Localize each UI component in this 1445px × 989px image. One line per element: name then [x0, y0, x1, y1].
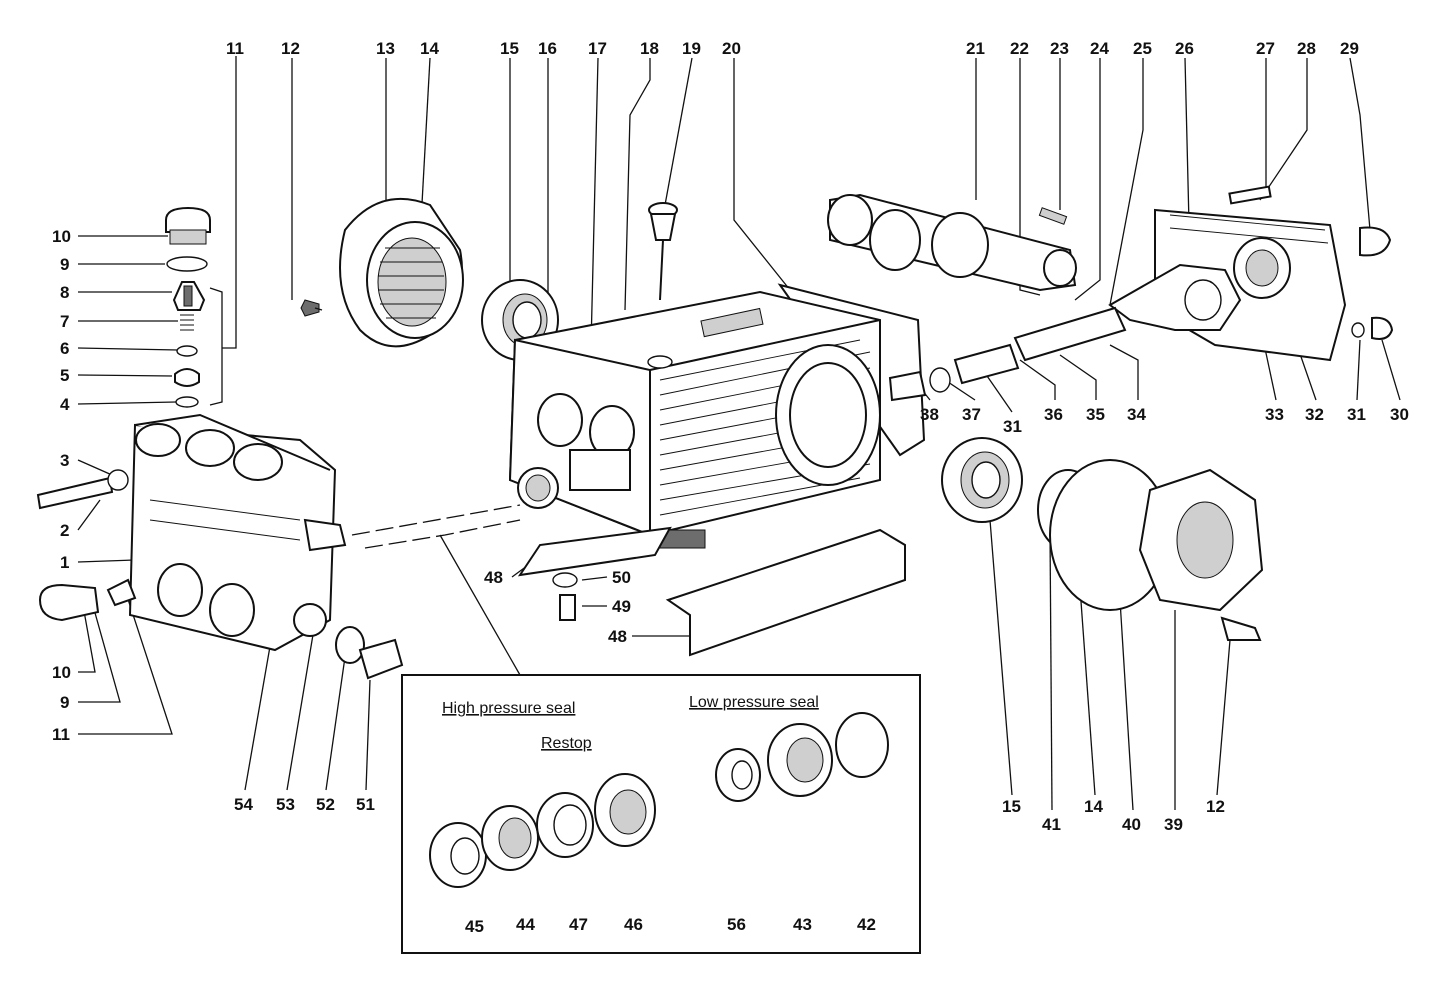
callout-28: 28 — [1297, 39, 1316, 58]
seal-inset: High pressure seal Restop Low pressure s… — [401, 674, 921, 954]
callout-15-lower: 15 — [1002, 797, 1021, 816]
callout-13: 13 — [376, 39, 395, 58]
callout-37: 37 — [962, 405, 981, 424]
callout-33: 33 — [1265, 405, 1284, 424]
callout-48: 48 — [484, 568, 503, 587]
callout-45: 45 — [465, 917, 484, 936]
callout-53: 53 — [276, 795, 295, 814]
callout-48-lower: 48 — [608, 627, 627, 646]
crankshaft — [827, 193, 1077, 292]
callout-35: 35 — [1086, 405, 1105, 424]
callout-12: 12 — [281, 39, 300, 58]
callout-9-lower: 9 — [60, 693, 69, 712]
callout-46: 46 — [624, 915, 643, 934]
callout-31-right: 31 — [1347, 405, 1366, 424]
callout-18: 18 — [640, 39, 659, 58]
dipstick — [648, 202, 678, 301]
brackets — [517, 526, 906, 657]
callout-2: 2 — [60, 521, 69, 540]
callout-1: 1 — [60, 553, 69, 572]
callout-10: 10 — [52, 227, 71, 246]
high-pressure-seal-label: High pressure seal — [442, 700, 575, 717]
callout-26: 26 — [1175, 39, 1194, 58]
callout-49: 49 — [612, 597, 631, 616]
callout-36: 36 — [1044, 405, 1063, 424]
callout-52: 52 — [316, 795, 335, 814]
low-pressure-seal-label: Low pressure seal — [689, 694, 819, 711]
callout-56: 56 — [727, 915, 746, 934]
callout-4: 4 — [60, 395, 70, 414]
callout-54: 54 — [234, 795, 253, 814]
callout-19: 19 — [682, 39, 701, 58]
callout-41: 41 — [1042, 815, 1061, 834]
callout-9: 9 — [60, 255, 69, 274]
callout-5: 5 — [60, 366, 69, 385]
callout-38: 38 — [920, 405, 939, 424]
callout-14: 14 — [420, 39, 439, 58]
callout-22: 22 — [1010, 39, 1029, 58]
callout-44: 44 — [516, 915, 535, 934]
crankcase — [508, 283, 926, 549]
callout-27: 27 — [1256, 39, 1275, 58]
callout-30: 30 — [1390, 405, 1409, 424]
callout-42: 42 — [857, 915, 876, 934]
callout-10-lower: 10 — [52, 663, 71, 682]
callout-15: 15 — [500, 39, 519, 58]
callout-12-lower: 12 — [1206, 797, 1225, 816]
callout-11: 11 — [226, 39, 244, 58]
callout-51: 51 — [356, 795, 375, 814]
callout-31: 31 — [1003, 417, 1022, 436]
callout-7: 7 — [60, 312, 69, 331]
callout-labels: 10 9 8 7 6 5 4 11 12 13 14 15 16 17 18 1… — [52, 39, 1409, 936]
plunger-assembly — [888, 306, 1127, 402]
valve-stack — [165, 206, 211, 408]
callout-6: 6 — [60, 339, 69, 358]
callout-14-lower: 14 — [1084, 797, 1103, 816]
callout-29: 29 — [1340, 39, 1359, 58]
callout-23: 23 — [1050, 39, 1069, 58]
callout-17: 17 — [588, 39, 607, 58]
callout-16: 16 — [538, 39, 557, 58]
callout-40: 40 — [1122, 815, 1141, 834]
callout-24: 24 — [1090, 39, 1109, 58]
manifold-head — [36, 413, 347, 652]
callout-11-lower: 11 — [52, 725, 70, 744]
callout-21: 21 — [966, 39, 985, 58]
callout-50: 50 — [612, 568, 631, 587]
restop-label: Restop — [541, 735, 592, 752]
callout-39: 39 — [1164, 815, 1183, 834]
callout-43: 43 — [793, 915, 812, 934]
bearing-cover — [300, 197, 464, 348]
callout-8: 8 — [60, 283, 69, 302]
plug — [335, 626, 404, 680]
callout-32: 32 — [1305, 405, 1324, 424]
callout-25: 25 — [1133, 39, 1152, 58]
rear-cover — [1108, 185, 1394, 362]
callout-34: 34 — [1127, 405, 1146, 424]
callout-47: 47 — [569, 915, 588, 934]
callout-20: 20 — [722, 39, 741, 58]
front-bearing-group — [941, 437, 1264, 641]
callout-3: 3 — [60, 451, 69, 470]
